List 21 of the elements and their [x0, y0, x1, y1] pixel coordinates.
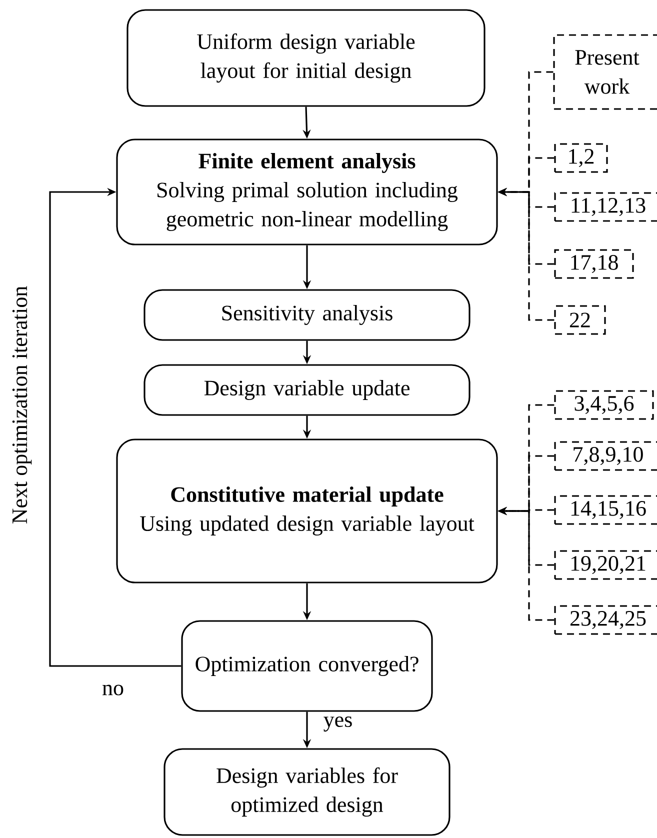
process-box: Uniform design variable layout for initial design [126, 9, 486, 107]
feedback-arrow [49, 188, 182, 667]
decision-box: Optimization converged? [181, 620, 433, 712]
reference-box: 19,20,21 [554, 550, 657, 580]
axis-label: Next optimization iteration [12, 286, 32, 524]
process-box: Constitutive material update Using updated design variable layout [116, 438, 498, 584]
process-box: Design variable update [144, 364, 470, 416]
process-box: Sensitivity analysis [144, 289, 470, 341]
edge-label: no [101, 684, 125, 696]
reference-box: 17,18 [554, 249, 634, 279]
reference-box: 7,8,9,10 [554, 441, 657, 471]
reference-box: 3,4,5,6 [554, 390, 654, 420]
reference-box: 14,15,16 [554, 495, 657, 525]
process-box: Design variables for optimized design [164, 748, 450, 836]
reference-box: 22 [554, 305, 606, 335]
reference-box: Present work [553, 34, 657, 110]
reference-box: 11,12,13 [554, 192, 657, 222]
process-box: Finite element analysis Solving primal solution including geometric non-linear modelling [116, 138, 498, 246]
edge-label: yes [322, 715, 354, 733]
reference-box: 23,24,25 [554, 605, 657, 635]
reference-box: 1,2 [554, 143, 608, 173]
